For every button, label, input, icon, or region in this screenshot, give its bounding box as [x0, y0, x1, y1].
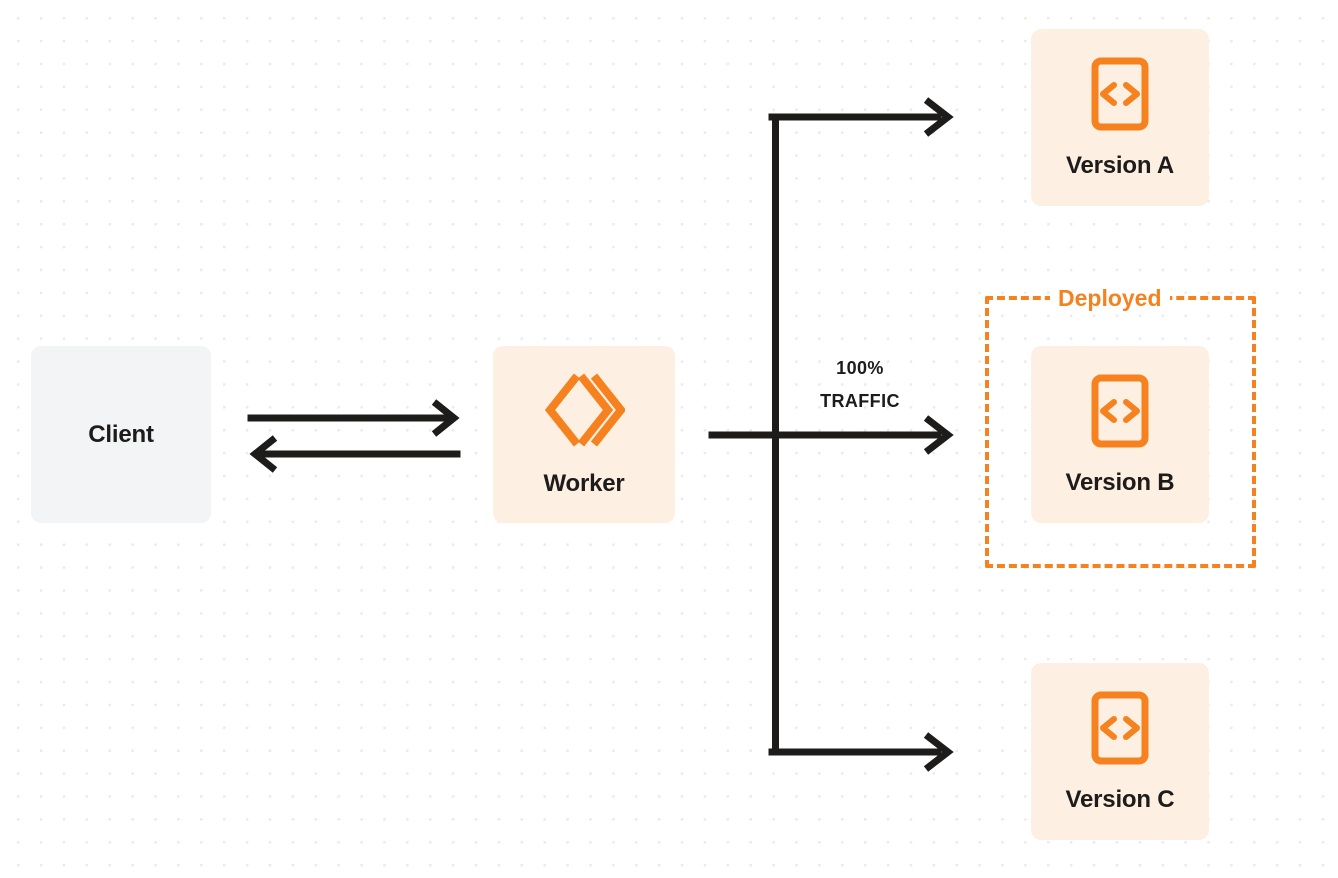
cloudflare-workers-logo-icon [544, 373, 625, 446]
code-file-icon [1091, 691, 1149, 764]
code-file-icon [1091, 374, 1149, 447]
edge-to-version-b [708, 415, 954, 455]
traffic-word: TRAFFIC [820, 391, 900, 411]
node-client[interactable]: Client [31, 346, 211, 523]
edge-client-to-worker [247, 399, 460, 437]
traffic-label: 100% TRAFFIC [780, 352, 940, 418]
node-worker[interactable]: Worker [493, 346, 675, 523]
node-worker-label: Worker [543, 469, 625, 497]
code-file-icon [1091, 57, 1149, 130]
node-version-a[interactable]: Version A [1031, 29, 1209, 206]
edge-to-version-c [768, 732, 954, 772]
edge-to-version-a [768, 97, 954, 137]
node-version-c-label: Version C [1065, 785, 1175, 813]
node-version-b[interactable]: Version B [1031, 346, 1209, 523]
traffic-percent: 100% [836, 358, 884, 378]
node-client-label: Client [88, 420, 154, 448]
edge-worker-to-client [249, 435, 461, 473]
node-version-c[interactable]: Version C [1031, 663, 1209, 840]
node-version-b-label: Version B [1065, 468, 1175, 496]
deployed-group-label: Deployed [1050, 285, 1170, 311]
node-version-a-label: Version A [1065, 151, 1175, 179]
